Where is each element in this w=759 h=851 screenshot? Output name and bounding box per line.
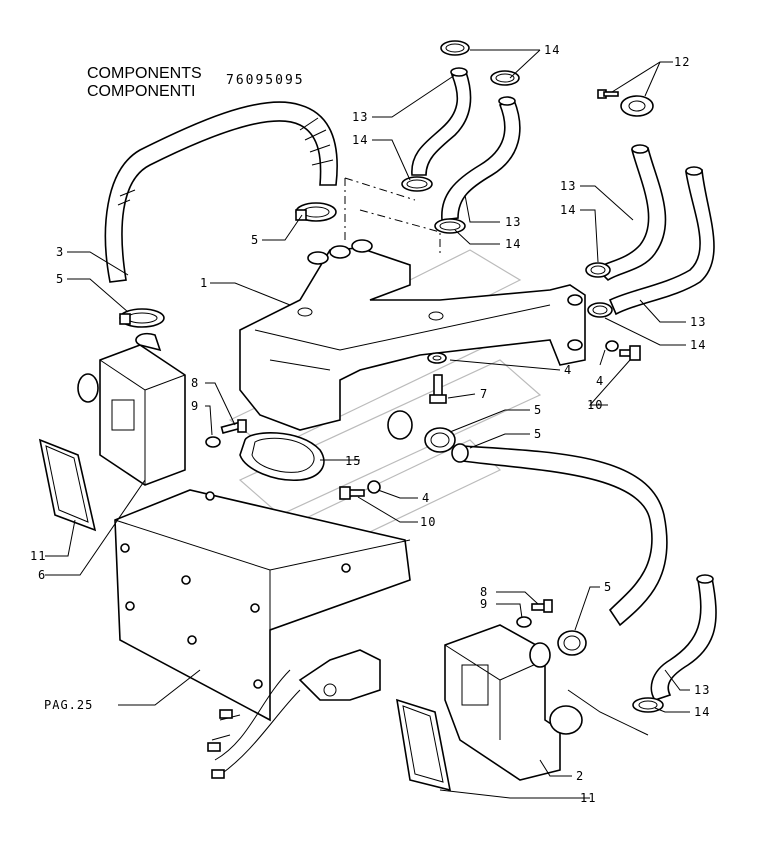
clamp-part-14-e — [585, 262, 611, 278]
callout-14-right: 14 — [560, 203, 576, 217]
callout-4-right: 4 — [596, 374, 604, 388]
callout-13-top-left: 13 — [352, 110, 368, 124]
callout-10-right: 10 — [587, 398, 603, 412]
clamp-part-14-f — [587, 302, 613, 318]
outlet-part-2 — [444, 624, 583, 781]
hose-part-13-top-a — [411, 67, 472, 176]
callout-14-bottom: 14 — [694, 705, 710, 719]
bolt-part-7 — [429, 374, 447, 404]
title-componenti: COMPONENTI — [87, 83, 195, 100]
callout-13-right: 13 — [560, 179, 576, 193]
grommet-part-12 — [620, 95, 654, 117]
alignment-line-top — [344, 177, 441, 255]
drawing-code: 76095095 — [226, 73, 305, 88]
callout-12: 12 — [674, 55, 690, 69]
clamp-part-14-d — [434, 218, 466, 234]
screw-part-10-right — [619, 345, 641, 361]
gasket-part-11-right — [396, 698, 452, 792]
callout-4-middle: 4 — [422, 491, 430, 505]
callout-14-far-right: 14 — [690, 338, 706, 352]
callout-8-left: 8 — [191, 376, 199, 390]
screw-part-10-middle — [339, 486, 365, 500]
callout-5-top: 5 — [251, 233, 259, 247]
callout-11-right: 11 — [580, 791, 596, 805]
callout-2: 2 — [576, 769, 584, 783]
clamp-part-14-b — [490, 70, 520, 86]
washer-part-4-middle — [367, 480, 381, 494]
callout-5-mid2: 5 — [534, 427, 542, 441]
hose-part-13-lower — [451, 443, 668, 627]
callout-14-top: 14 — [544, 43, 560, 57]
main-duct-part-1 — [239, 239, 586, 440]
callout-13-top-mid: 13 — [505, 215, 521, 229]
callout-8-bottom: 8 — [480, 585, 488, 599]
washer-part-9-left — [205, 436, 221, 448]
hose-part-13-top-b — [441, 96, 521, 221]
callout-15: 15 — [345, 454, 361, 468]
clamp-part-14-c — [401, 176, 433, 192]
gasket-part-15 — [239, 432, 325, 481]
clamp-part-14-a — [440, 40, 470, 56]
outlet-part-6 — [77, 332, 186, 486]
leader-lines — [45, 49, 690, 799]
clamp-part-5-top — [295, 202, 337, 222]
callout-3: 3 — [56, 245, 64, 259]
callout-7: 7 — [480, 387, 488, 401]
washer-part-9-bottom — [516, 616, 532, 628]
hose-part-13-right-a — [597, 144, 667, 282]
hose-part-3 — [104, 101, 338, 283]
hose-part-13-right-b — [608, 166, 715, 316]
gasket-part-11-left — [38, 438, 97, 532]
screw-part-8-bottom — [531, 599, 553, 613]
callout-5-mid: 5 — [534, 403, 542, 417]
callout-11-left: 11 — [30, 549, 46, 563]
callout-6: 6 — [38, 568, 46, 582]
callout-1: 1 — [200, 276, 208, 290]
callout-pag25: PAG.25 — [44, 698, 93, 712]
washer-part-4-right — [605, 340, 619, 352]
callout-10-middle: 10 — [420, 515, 436, 529]
callout-9-left: 9 — [191, 399, 199, 413]
clamp-part-5-lower — [424, 427, 456, 453]
clamp-part-5-bottom — [557, 630, 587, 656]
callout-9-bottom: 9 — [480, 597, 488, 611]
callout-13-far-right: 13 — [690, 315, 706, 329]
callout-14-top-mid: 14 — [505, 237, 521, 251]
screw-part-12 — [597, 89, 619, 99]
callout-5-left: 5 — [56, 272, 64, 286]
hose-part-13-bottom-right — [650, 574, 717, 701]
screw-part-8-left — [220, 419, 247, 434]
clamp-part-5-left — [119, 308, 165, 328]
callout-5-bottom: 5 — [604, 580, 612, 594]
callout-13-bottom: 13 — [694, 683, 710, 697]
washer-part-4-top — [427, 352, 447, 364]
callout-14-top-left: 14 — [352, 133, 368, 147]
heater-box-assembly — [114, 489, 411, 779]
callout-4-top: 4 — [564, 363, 572, 377]
title-components: COMPONENTS — [87, 65, 202, 82]
